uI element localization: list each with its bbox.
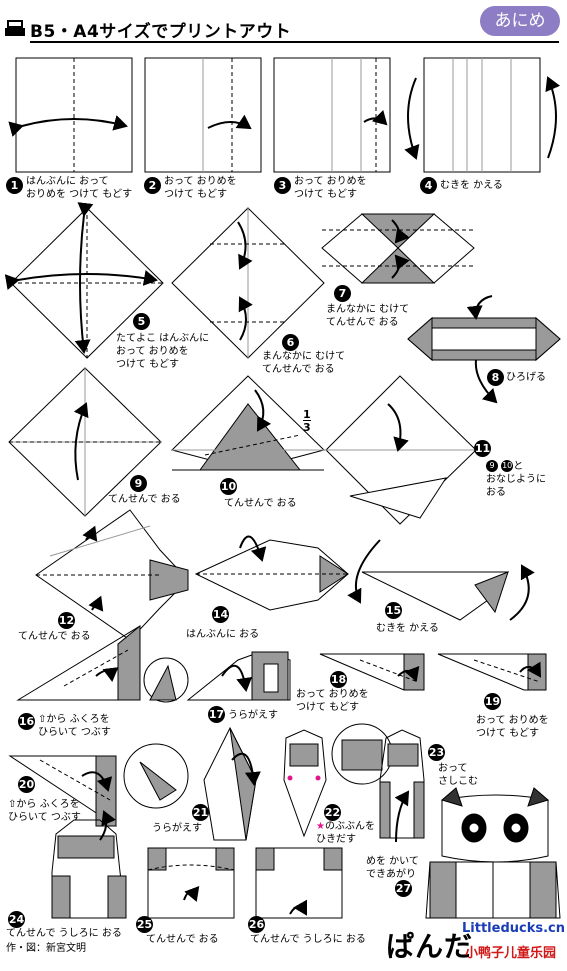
- step-16-text: ⇧から ふくろをひらいて つぶす: [38, 714, 111, 738]
- step-15-text: むきを かえる: [376, 623, 439, 634]
- step-9-text: てんせんで おる: [108, 494, 181, 505]
- step-2-text: おって おりめをつけて もどす: [164, 176, 237, 200]
- step-22-text: ★のぶぶんをひきだす: [316, 821, 375, 845]
- step-25-diagram: [147, 847, 235, 919]
- step-22-diagram: [283, 723, 393, 838]
- step-10-diagram: [171, 375, 325, 471]
- step-number: 20: [18, 776, 35, 793]
- author-credit: 作・図：新宮文明: [6, 943, 86, 954]
- step-number: 21: [192, 804, 209, 821]
- step-24-diagram: [51, 810, 127, 919]
- step-1-text: はんぶんに おっておりめを つけて もどす: [26, 176, 133, 200]
- step-number: 17: [208, 706, 225, 723]
- step-19-text: おって おりめをつけて もどす: [476, 715, 549, 739]
- step-number: 1: [6, 177, 23, 194]
- step-number: 14: [212, 606, 229, 623]
- step-number: 23: [428, 744, 445, 761]
- step-4-text: むきを かえる: [440, 180, 503, 191]
- step-8-text: ひろげる: [506, 372, 546, 383]
- step-number: 5: [133, 313, 150, 330]
- step-1-diagram: [8, 57, 133, 173]
- step-11-diagram: [325, 375, 477, 525]
- step-number: 15: [385, 602, 402, 619]
- step-6-diagram: [171, 207, 325, 359]
- step-5-diagram: [4, 202, 164, 359]
- step-18-text: おって おりめをつけて もどす: [296, 689, 369, 713]
- step-number: 18: [330, 671, 347, 688]
- step-number: 6: [282, 334, 299, 351]
- step-23-diagram: [379, 729, 425, 843]
- step-10-text: てんせんで おる: [224, 498, 297, 509]
- step-number: 10: [220, 478, 237, 495]
- step-23-text: おってさしこむ: [438, 763, 478, 787]
- step-6-text: まんなかに むけててんせんで おる: [262, 351, 346, 375]
- step-number: 2: [144, 177, 161, 194]
- step-27-text: めを かいてできあがり: [366, 856, 419, 880]
- step-number: 26: [248, 916, 265, 933]
- step-14-text: はんぶんに おる: [186, 629, 260, 640]
- site-logo-cn[interactable]: 小鸭子儿童乐园: [465, 946, 557, 961]
- step-11-text: 9 10とおなじようにおる: [486, 460, 546, 498]
- step-4-diagram: [404, 57, 561, 173]
- header-rule: [30, 41, 559, 43]
- step-21-text: うらがえす: [152, 823, 202, 834]
- step-number: 11: [474, 440, 491, 457]
- step-number: 4: [420, 177, 437, 194]
- step-7-diagram: [321, 213, 475, 284]
- page-title: B5・A4サイズでプリントアウト: [30, 22, 292, 42]
- step-27-panda: [425, 787, 561, 919]
- step-3-text: おって おりめをつけて もどす: [294, 176, 367, 200]
- step-18-diagram: [319, 653, 425, 691]
- step-26-diagram: [255, 847, 343, 919]
- step-number: 7: [334, 285, 351, 302]
- step-number: 22: [324, 804, 341, 821]
- step-5-text: たてよこ はんぶんにおって おりめをつけて もどす: [116, 333, 210, 370]
- step-number: 16: [18, 713, 35, 730]
- step-number: 19: [484, 693, 501, 710]
- step-20-text: ⇧から ふくろをひらいて つぶす: [8, 799, 81, 823]
- step-number: 24: [8, 911, 25, 928]
- anime-badge[interactable]: あにめ: [480, 6, 560, 36]
- step-number: 3: [274, 177, 291, 194]
- step-19-diagram: [437, 653, 547, 691]
- site-logo-en[interactable]: Littleducks.cn: [462, 921, 565, 936]
- step-3-diagram: [273, 57, 391, 173]
- model-title: ぱんだ: [386, 930, 474, 963]
- step-9-diagram: [8, 367, 162, 517]
- step-number: 8: [487, 369, 504, 386]
- step-number: 25: [136, 916, 153, 933]
- step-21-diagram: [203, 726, 261, 841]
- step-20-diagram: [8, 743, 189, 827]
- step-12-text: てんせんで おる: [18, 631, 91, 642]
- step-17-text: うらがえす: [228, 710, 278, 721]
- printer-icon: [5, 20, 25, 36]
- step-25-text: てんせんで おる: [146, 934, 219, 945]
- step-24-text: てんせんで うしろに おる: [6, 928, 122, 939]
- step-number: 12: [58, 612, 75, 629]
- step-17-diagram: [186, 651, 291, 701]
- step-14-diagram: [194, 535, 349, 611]
- step-26-text: てんせんで うしろに おる: [250, 934, 366, 945]
- step-7-text: まんなかに むけててんせんで おる: [326, 304, 410, 328]
- step-number: 27: [395, 880, 412, 897]
- step-number: 9: [130, 475, 147, 492]
- step-8-diagram: [407, 295, 561, 404]
- step-15-diagram: [347, 539, 535, 621]
- step-16-diagram: [16, 624, 189, 703]
- step-2-diagram: [144, 57, 262, 173]
